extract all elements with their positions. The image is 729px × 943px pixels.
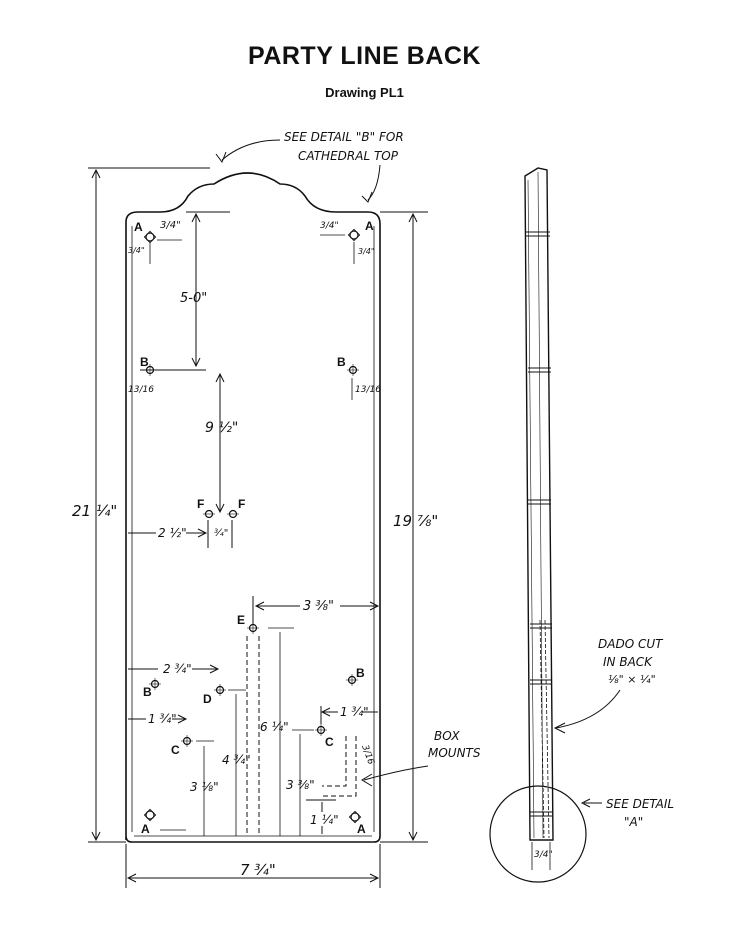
hole-b-left [144,364,156,376]
one-three-quarter-right-dimension [320,706,378,724]
hole-f-right [227,509,239,519]
hole-label-b: B [356,666,365,680]
hole-label-c: C [325,735,334,749]
dim-3-4-right-edge: 3/4" [358,247,375,256]
dado-cut-note: DADO CUT [598,637,664,651]
detail-a-circle [489,785,587,883]
five-o-label: 5-0" [180,291,207,306]
front-panel-outline [125,172,381,843]
detail-b-note: SEE DETAIL "B" FOR [284,130,404,144]
box-mounts-note-2: MOUNTS [428,746,481,760]
hole-b-lower-right [346,674,358,686]
drawing-title: PARTY LINE BACK [248,42,481,70]
hole-label-d: D [203,692,212,706]
three-eighth-a-label: 3 ⅛" [190,780,219,794]
hole-label-e: E [237,613,245,627]
top-hole-dims [149,234,355,264]
dim-13-16-right: 13/16 [355,385,381,395]
overall-width-label: 7 ¾" [240,861,276,879]
hole-label-a: A [357,822,366,836]
hole-a-top-left [143,230,157,244]
two-half-dimension [128,520,233,548]
hole-c-right [315,724,327,736]
box-mounts-leader [363,765,429,781]
three-eighth-b-label: 3 ⅜" [286,778,315,792]
dim-3-4-left-edge: 3/4" [128,246,145,255]
one-three-quarter-left-dimension [128,714,188,724]
hole-label-a: A [134,220,143,234]
hole-e [247,622,259,634]
nine-half-label: 9 ½" [205,420,238,436]
hole-c-left [181,735,193,747]
side-height-dimension [380,211,428,843]
one-three-quarter-left-label: 1 ¾" [148,712,177,726]
dim-13-16-left: 13/16 [128,385,154,395]
two-three-quarter-dimension [128,664,220,674]
hole-f-left [203,509,215,519]
overall-height-dimension [88,167,210,843]
drawing-subtitle: Drawing PL1 [325,85,404,100]
hole-a-bottom-right [348,810,362,824]
dado-cut-note-3: ⅛" × ¼" [608,673,656,686]
three-three-eighth-label: 3 ⅜" [303,599,334,614]
detail-b-leaders [215,139,381,203]
four-three-quarter-label: 4 ¾" [222,753,251,767]
two-half-label: 2 ½" [158,526,187,540]
hole-d [214,684,226,696]
side-height-label: 19 ⅞" [393,512,438,530]
hole-label-a: A [365,219,374,233]
hole-label-c: C [171,743,180,757]
hole-label-b: B [143,685,152,699]
hole-label-b: B [140,355,149,369]
hole-label-a: A [141,822,150,836]
detail-b-note-2: CATHEDRAL TOP [298,149,399,163]
two-three-quarter-label: 2 ¾" [163,662,192,676]
three-sixteenth-label: 3/16 [359,744,375,767]
dim-3-4-top-right: 3/4" [320,221,339,231]
conduit-dashed [246,636,357,836]
overall-height-label: 21 ¼" [72,502,117,520]
three-three-eighth-dimension [252,596,380,624]
dado-cut-note-2: IN BACK [603,655,653,669]
one-three-quarter-right-label: 1 ¾" [340,705,369,719]
hole-label-f: F [238,497,245,511]
dado-leader [555,689,621,729]
hole-b-lower-left [149,678,161,690]
detail-a-note: SEE DETAIL [606,797,674,811]
hole-a-top-right [347,228,361,242]
hole-label-b: B [337,355,346,369]
hole-label-f: F [197,497,204,511]
overall-width-dimension [125,844,381,888]
side-view-board [524,167,554,841]
nine-half-dimension [215,372,225,514]
hole-a-bottom-left [143,808,157,822]
side-view-hatching [526,231,553,817]
dim-3-4-top-left: 3/4" [160,220,181,231]
six-quarter-label: 6 ¼" [260,720,289,734]
box-mounts-note: BOX [434,729,460,743]
hole-b-right [347,364,359,376]
three-quarter-label: ¾" [214,528,228,539]
one-quarter-dimension [306,799,336,834]
side-thickness-label: 3/4" [534,850,553,860]
detail-a-note-2: "A" [624,815,643,829]
one-quarter-label: 1 ¼" [310,813,339,827]
